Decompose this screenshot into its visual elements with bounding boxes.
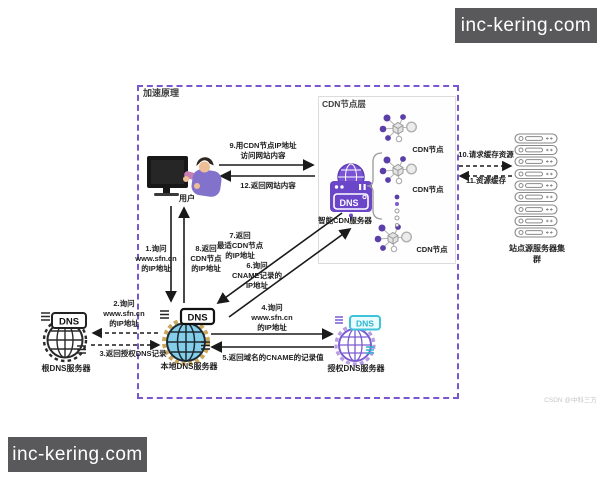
cdn-node-label-3: CDN节点 [416,245,448,254]
step-11-label: 11.资源缓存 [465,176,507,185]
step-10-label: 10.请求缓存资源 [458,150,514,159]
step-2-label: 2.询问 www.sfn.cn 的IP地址 [103,299,145,328]
local-dns-label: 本地DNS服务器 [160,362,218,371]
step-5-label: 5.返回域名的CNAME的记录值 [222,353,324,362]
watermark-bottom-left: inc-kering.com [8,437,147,472]
step-1-label: 1.询问 www.sfn.cn 的IP地址 [135,244,177,273]
origin-server-cluster-icon [514,133,558,238]
acceleration-principle-box [137,85,459,399]
cdn-node-layer-box [318,96,456,264]
root-dns-label: 根DNS服务器 [41,364,91,373]
user-label: 用户 [179,194,195,203]
root-dns-icon: DNS [41,312,88,363]
credit-text: CSDN @中科三方 [544,397,597,404]
step-6-label: 6.询问 CNAME记录的 IP地址 [232,261,282,290]
diagram-title: 加速原理 [143,88,180,98]
root-dns-badge: DNS [59,317,79,328]
cdn-node-label-2: CDN节点 [412,185,444,194]
step-7-label: 7.返回 最适CDN节点 的IP地址 [216,231,264,260]
step-8-label: 8.返回 CDN节点 的IP地址 [190,244,222,273]
step-3-label: 3.返回授权DNS记录 [99,349,167,358]
cdn-node-label-1: CDN节点 [412,145,444,154]
authoritative-dns-label: 授权DNS服务器 [327,364,385,373]
smart-cdn-server-label: 智能CDN服务器 [318,216,372,225]
origin-cluster-label: 站点源服务器集群 [509,244,565,264]
step-12-label: 12.返回网站内容 [240,181,296,190]
cdn-layer-title: CDN节点层 [322,99,366,109]
step-9-label: 9.用CDN节点IP地址 访问网站内容 [229,141,297,160]
watermark-top-right: inc-kering.com [455,8,597,43]
step-4-label: 4.询问 www.sfn.cn 的IP地址 [251,303,293,332]
